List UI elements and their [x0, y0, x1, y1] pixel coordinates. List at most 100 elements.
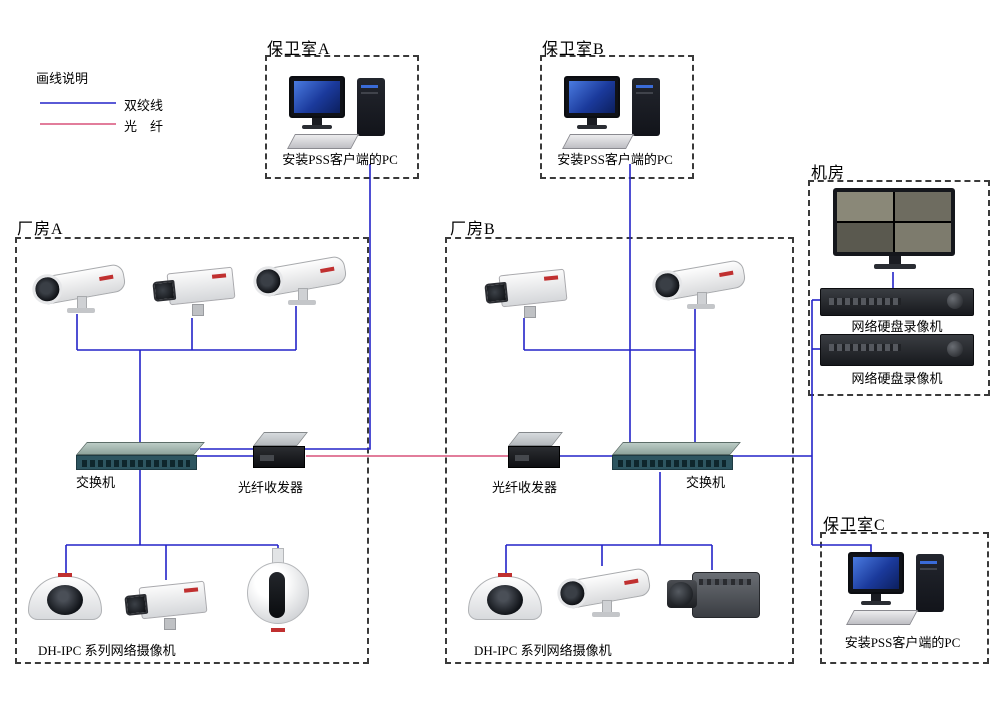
- camera-base: [687, 304, 715, 309]
- switch-a-label: 交换机: [76, 475, 116, 490]
- dome-camera-b3: [468, 570, 544, 622]
- monitor-screen: [569, 81, 615, 113]
- zone-factory-a: [15, 237, 369, 664]
- nvr-2-label: 网络硬盘录像机: [851, 371, 943, 386]
- switch-b-label: 交换机: [686, 475, 726, 490]
- transceiver-top: [508, 432, 563, 446]
- surveillance-monitor: [833, 188, 957, 276]
- monitor-base: [861, 601, 891, 605]
- camera-lens-icon: [649, 267, 685, 303]
- pc-guard-a-label: 安装PSS客户端的PC: [282, 152, 398, 167]
- dome-camera-a4: [28, 570, 104, 622]
- transceiver-a-label: 光纤收发器: [238, 480, 304, 495]
- box-camera-b1: [480, 264, 572, 322]
- camera-lens-icon: [487, 585, 523, 615]
- camera-body: [152, 266, 236, 306]
- dahua-logo: [58, 573, 72, 577]
- box-camera-a5: [120, 576, 212, 634]
- transceiver-front: [253, 446, 305, 468]
- machine-room-title: 机房: [811, 165, 846, 182]
- cctv-quad-view: [837, 192, 951, 252]
- dahua-logo: [99, 274, 114, 282]
- camera-body: [484, 268, 568, 308]
- cctv-pane: [895, 223, 951, 252]
- dahua-logo: [543, 275, 559, 281]
- dahua-logo: [719, 270, 734, 278]
- monitor-icon: [289, 76, 345, 118]
- switch-top: [76, 442, 205, 455]
- monitor-screen: [294, 81, 340, 113]
- factory-a-title: 厂房A: [17, 221, 64, 238]
- camera-base: [192, 304, 204, 316]
- cctv-pane: [895, 192, 951, 221]
- keyboard-icon: [846, 610, 918, 625]
- pc-tower-icon: [916, 554, 944, 612]
- guard-room-a-title: 保卫室A: [267, 41, 331, 58]
- legend-fiber-label: 光 纤: [124, 119, 164, 134]
- nvr-2: [820, 334, 974, 366]
- fiber-transceiver-a: [253, 432, 313, 472]
- cctv-pane: [837, 223, 893, 252]
- camera-lens-icon: [250, 263, 286, 299]
- camera-base: [524, 306, 536, 318]
- camera-base: [592, 612, 620, 617]
- bullet-camera-a3: [246, 250, 350, 308]
- monitor-stand: [871, 594, 881, 601]
- dahua-logo: [320, 266, 335, 274]
- keyboard-icon: [562, 134, 634, 149]
- factory-b-title: 厂房B: [450, 221, 496, 238]
- camera-lens-icon: [152, 279, 177, 302]
- camera-base: [288, 300, 316, 305]
- guard-room-b-title: 保卫室B: [542, 41, 605, 58]
- monitor-base: [874, 264, 916, 269]
- nvr-1: [820, 288, 974, 316]
- switch-ports: [76, 455, 197, 470]
- switch-b: [612, 442, 744, 472]
- bullet-camera-b2: [645, 254, 749, 312]
- zone-factory-b: [445, 237, 794, 664]
- pc-guard-b-label: 安装PSS客户端的PC: [557, 152, 673, 167]
- transceiver-front: [508, 446, 560, 468]
- camera-lens-icon: [124, 593, 149, 616]
- dahua-logo: [211, 273, 227, 279]
- camera-lens-icon: [554, 575, 590, 611]
- pc-guard-b: [558, 76, 666, 152]
- zone-guard-room-a: [265, 55, 419, 179]
- camera-body: [667, 572, 760, 618]
- monitor-base: [302, 125, 332, 129]
- switch-top: [612, 442, 741, 455]
- camera-base: [67, 308, 95, 313]
- zoom-box-camera-b5: [662, 566, 762, 628]
- switch-ports: [612, 455, 733, 470]
- dahua-logo: [271, 628, 285, 632]
- keyboard-icon: [287, 134, 359, 149]
- camera-base: [164, 618, 176, 630]
- factory-b-cameras-label: DH-IPC 系列网络摄像机: [474, 643, 612, 658]
- pc-guard-c: [842, 552, 950, 628]
- pc-tower-icon: [357, 78, 385, 136]
- camera-lens-icon: [29, 271, 65, 307]
- zone-guard-room-c: [820, 532, 989, 664]
- monitor-stand: [889, 256, 901, 264]
- box-camera-a2: [148, 262, 240, 320]
- camera-body: [124, 580, 208, 620]
- dahua-logo: [498, 573, 512, 577]
- ptz-dome-camera-a6: [245, 548, 311, 640]
- pc-guard-c-label: 安装PSS客户端的PC: [844, 635, 961, 650]
- bullet-camera-a1: [25, 258, 129, 316]
- monitor-base: [577, 125, 607, 129]
- nvr-1-label: 网络硬盘录像机: [851, 319, 943, 334]
- camera-lens-icon: [484, 281, 509, 304]
- transceiver-top: [253, 432, 308, 446]
- fiber-lines: [40, 123, 508, 457]
- dahua-logo: [624, 578, 639, 586]
- guard-room-c-title: 保卫室C: [823, 517, 886, 534]
- pc-guard-a: [283, 76, 391, 152]
- transceiver-b-label: 光纤收发器: [492, 480, 558, 495]
- factory-a-cameras-label: DH-IPC 系列网络摄像机: [38, 643, 176, 658]
- monitor-icon: [848, 552, 904, 594]
- camera-lens-icon: [269, 572, 285, 618]
- monitor-stand: [312, 118, 322, 125]
- monitor-icon: [564, 76, 620, 118]
